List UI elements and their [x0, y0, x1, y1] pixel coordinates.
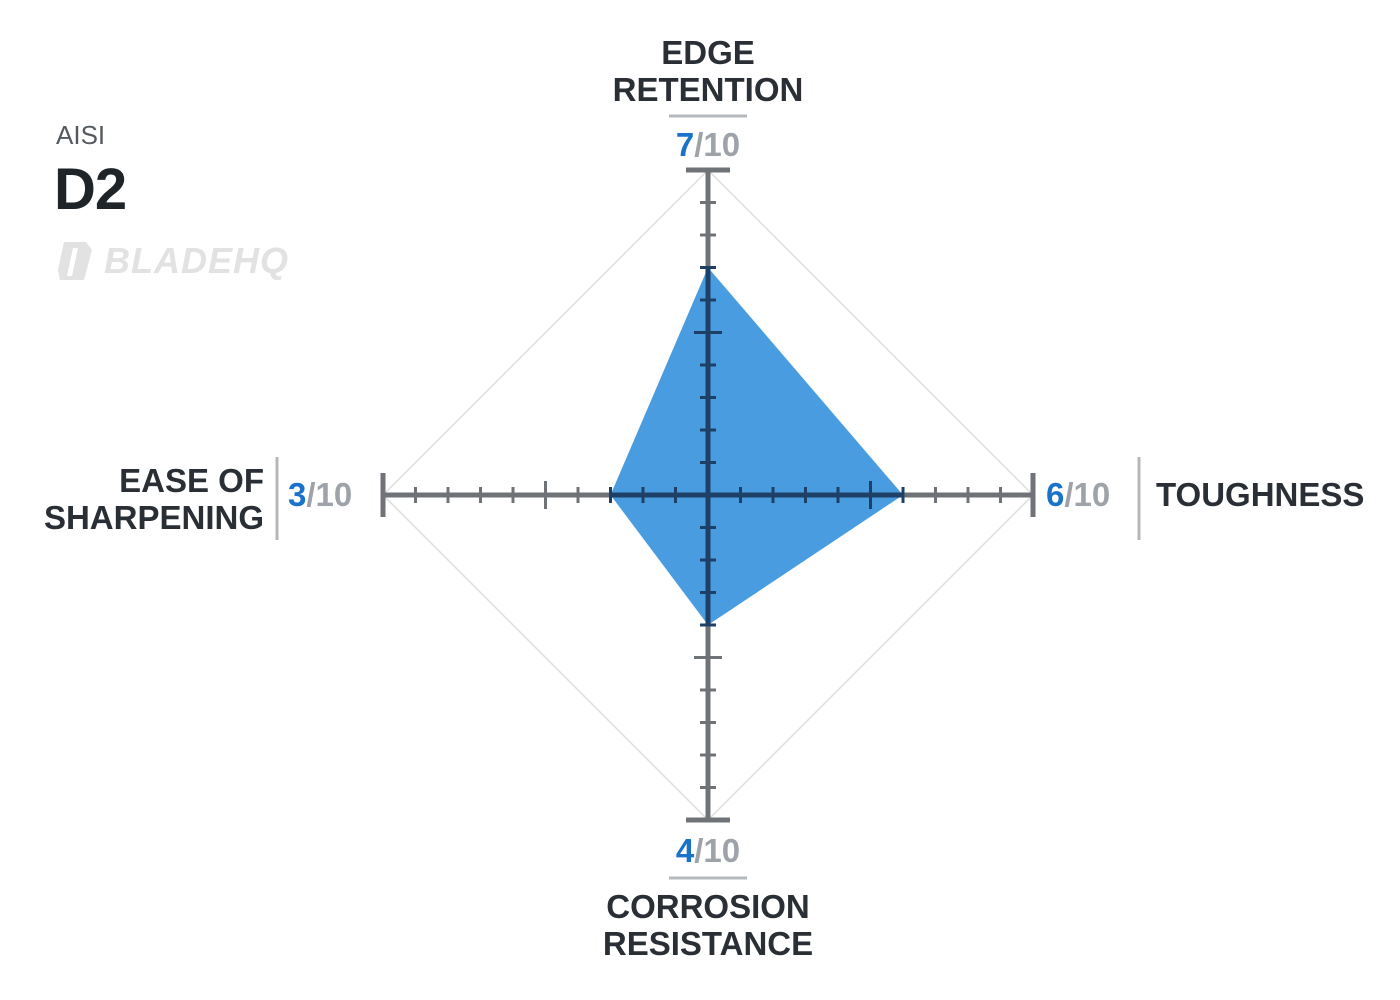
axis-label-top: EDGE RETENTION: [560, 34, 856, 108]
score-left-value: 3: [288, 476, 307, 513]
axis-label-right-line1: TOUGHNESS: [1156, 476, 1365, 513]
axis-label-top-line2: RETENTION: [612, 71, 804, 108]
logo-text: BLADEHQ: [104, 240, 289, 281]
axis-label-left-line2: SHARPENING: [43, 499, 264, 536]
axis-label-bottom-line1: CORROSION: [606, 888, 810, 925]
steel-name: D2: [54, 157, 127, 222]
axis-label-bottom-line2: RESISTANCE: [602, 925, 814, 962]
score-bottom: 4/10: [560, 832, 856, 870]
score-right: 6/10: [1046, 476, 1110, 514]
axis-label-right: TOUGHNESS: [1156, 476, 1364, 513]
axis-label-left: EASE OF SHARPENING: [20, 462, 264, 536]
axis-label-left-line1: EASE OF: [119, 462, 264, 499]
score-right-value: 6: [1046, 476, 1065, 513]
blade-logo-icon: [58, 242, 92, 280]
score-top-value: 7: [675, 126, 695, 163]
score-left-max: /10: [306, 476, 353, 513]
bladehq-logo: BLADEHQ: [56, 240, 289, 282]
score-bottom-value: 4: [675, 832, 695, 869]
score-bottom-max: /10: [694, 832, 741, 869]
steel-series: AISI: [56, 120, 106, 150]
score-top-max: /10: [694, 126, 741, 163]
axis-label-top-line1: EDGE: [661, 34, 755, 71]
axis-label-bottom: CORROSION RESISTANCE: [540, 888, 876, 962]
score-top: 7/10: [560, 126, 856, 164]
data-area: [610, 267, 903, 625]
score-left: 3/10: [288, 476, 352, 514]
score-right-max: /10: [1064, 476, 1111, 513]
